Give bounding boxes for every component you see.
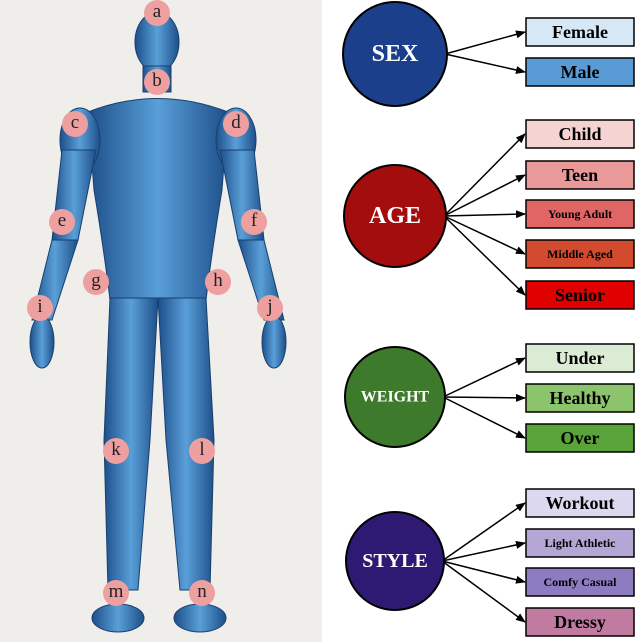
arrow [442, 561, 525, 582]
value-label-comfy-casual: Comfy Casual [543, 575, 617, 589]
body-marker-i: i [27, 295, 53, 321]
body-marker-g: g [83, 269, 109, 295]
body-marker-e: e [49, 209, 75, 235]
value-label-healthy: Healthy [550, 388, 611, 408]
arrow [442, 561, 525, 622]
arrow [445, 32, 525, 54]
arrow [444, 216, 525, 254]
arrow [443, 397, 525, 398]
body-marker-j: j [257, 295, 283, 321]
arrow [443, 358, 525, 397]
body-marker-b: b [144, 69, 170, 95]
arrow [444, 175, 525, 216]
category-label: AGE [369, 203, 421, 229]
arrow [444, 134, 525, 216]
value-label-teen: Teen [562, 165, 598, 185]
human-body-figure [0, 0, 322, 642]
value-label-middle-aged: Middle Aged [547, 247, 613, 261]
value-label-dressy: Dressy [554, 612, 606, 632]
body-figure-panel [0, 0, 322, 642]
body-marker-k: k [103, 438, 129, 464]
arrow [444, 214, 525, 216]
body-marker-a: a [144, 0, 170, 26]
value-label-workout: Workout [545, 493, 614, 513]
body-marker-c: c [62, 111, 88, 137]
arrow [443, 397, 525, 438]
body-marker-n: n [189, 580, 215, 606]
body-marker-d: d [223, 111, 249, 137]
category-label: SEX [372, 41, 419, 67]
value-label-female: Female [552, 22, 608, 42]
value-label-over: Over [561, 428, 600, 448]
body-marker-l: l [189, 438, 215, 464]
value-label-light-athletic: Light Athletic [545, 536, 617, 550]
category-label: WEIGHT [361, 389, 430, 406]
value-label-child: Child [558, 124, 601, 144]
arrow [445, 54, 525, 72]
body-marker-h: h [205, 269, 231, 295]
arrow [444, 216, 525, 295]
category-label: STYLE [362, 550, 428, 572]
body-marker-f: f [241, 209, 267, 235]
value-label-male: Male [561, 62, 600, 82]
body-marker-m: m [103, 580, 129, 606]
value-label-young-adult: Young Adult [548, 207, 612, 221]
value-label-under: Under [556, 348, 605, 368]
value-label-senior: Senior [555, 285, 605, 305]
